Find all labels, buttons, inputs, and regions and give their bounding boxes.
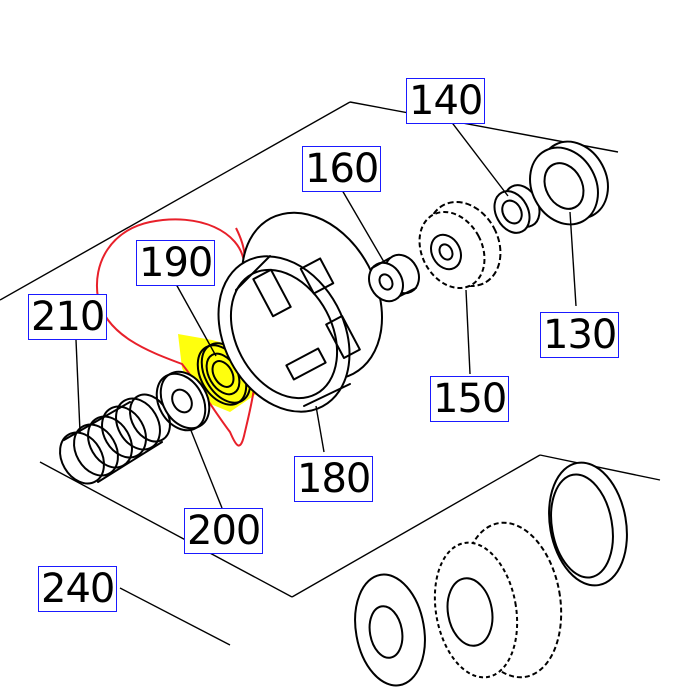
part-160-bushing [368,253,420,303]
leader-lines [75,119,577,509]
part-label-140: 140 [406,78,486,124]
part-label-180: 180 [294,456,374,502]
drawing-frame [0,101,661,646]
part-200-washer [155,370,211,432]
part-label-150: 150 [430,376,510,422]
part-label-240: 240 [38,566,118,612]
part-130-ring [529,140,609,226]
part-210-spring [59,393,171,485]
part-label-130: 130 [540,312,620,358]
part-150-gear [418,200,502,290]
part-180-housing [217,211,384,413]
lower-gear-cluster [354,521,563,687]
lower-ring [548,461,628,587]
part-label-200: 200 [184,508,264,554]
part-label-160: 160 [302,146,382,192]
part-label-190: 190 [136,240,216,286]
part-label-210: 210 [28,294,108,340]
